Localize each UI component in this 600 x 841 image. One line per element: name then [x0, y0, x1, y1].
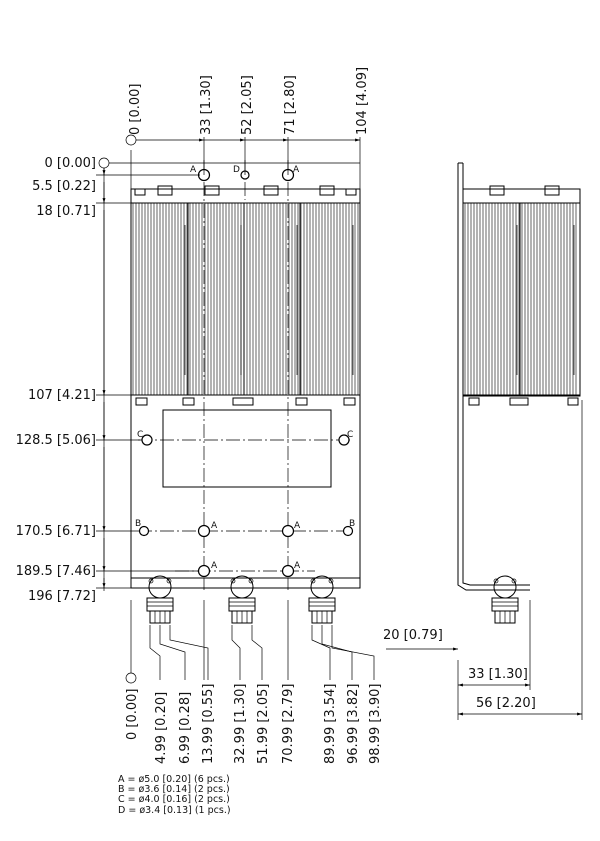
- side-view: 20 [0.79] 33 [1.30] 56 [2.20]: [383, 162, 583, 720]
- legend-item: D = ø3.4 [0.13] (1 pcs.): [118, 804, 231, 816]
- dim-left-18: 18 [0.71]: [36, 204, 96, 219]
- hole-a: [197, 564, 211, 578]
- top-dimensions: 0 [0.00] 33 [1.30] 52 [2.05] 71 [2.80] 1…: [125, 67, 370, 189]
- dim-side-56: 56 [2.20]: [476, 696, 536, 711]
- side-enclosure: [462, 188, 581, 397]
- dim-top-104: 104 [4.09]: [355, 67, 370, 135]
- dim-bottom-96-99: 96.99 [3.82]: [346, 684, 361, 764]
- cable-gland: [308, 575, 336, 624]
- hole-b: [342, 525, 354, 537]
- dim-left-196: 196 [7.72]: [28, 589, 96, 604]
- hole-label-a: A: [211, 521, 218, 531]
- top-clamps: [134, 185, 357, 196]
- label-window: [162, 409, 332, 488]
- enclosure-outline: [130, 188, 361, 589]
- hole-label-a: A: [294, 521, 301, 531]
- dim-top-71: 71 [2.80]: [283, 75, 298, 135]
- legend-item: A = ø5.0 [0.20] (6 pcs.): [118, 774, 230, 785]
- dim-left-107: 107 [4.21]: [28, 388, 96, 403]
- bottom-dimensions: 0 [0.00] 4.99 [0.20] 6.99 [0.28] 13.99 […: [125, 600, 383, 764]
- hole-a: [197, 524, 211, 538]
- dim-bottom-98-99: 98.99 [3.90]: [368, 684, 383, 764]
- dim-bottom-0: 0 [0.00]: [125, 689, 140, 741]
- cable-glands: [146, 575, 336, 624]
- dim-bottom-4-99: 4.99 [0.20]: [154, 692, 169, 764]
- hole-label-c: C: [137, 430, 143, 440]
- hole-label-c: C: [347, 430, 353, 440]
- dim-side-20: 20 [0.79]: [383, 628, 443, 643]
- legend-item: B = ø3.6 [0.14] (2 pcs.): [118, 784, 230, 796]
- hole-b: [138, 525, 150, 537]
- dim-top-33: 33 [1.30]: [199, 75, 214, 135]
- dim-left-128-5: 128.5 [5.06]: [16, 433, 96, 448]
- hole-a: [281, 524, 295, 538]
- hole-c: [141, 434, 153, 446]
- dim-left-0: 0 [0.00]: [45, 156, 97, 171]
- dim-bottom-89-99: 89.99 [3.54]: [323, 684, 338, 764]
- left-dimensions: 0 [0.00] 5.5 [0.22] 18 [0.71] 107 [4.21]…: [16, 156, 360, 604]
- dim-bottom-6-99: 6.99 [0.28]: [178, 692, 193, 764]
- side-cable-gland: [491, 575, 519, 624]
- dim-top-52: 52 [2.05]: [240, 75, 255, 135]
- cable-gland: [146, 575, 174, 624]
- mid-clamps: [135, 397, 356, 406]
- heatsink-fins: [132, 203, 359, 395]
- dim-bottom-70-99: 70.99 [2.79]: [281, 684, 296, 764]
- hole-label-a: A: [294, 561, 301, 571]
- hole-labels: A D A C C B A A B A A: [135, 165, 355, 571]
- hole-label-d: D: [233, 165, 240, 175]
- dim-bottom-32-99: 32.99 [1.30]: [233, 684, 248, 764]
- side-heatsink-fins: [464, 203, 577, 395]
- hole-label-a: A: [293, 165, 300, 175]
- front-view: A D A C C B A A B A A: [130, 160, 361, 624]
- dim-bottom-13-99: 13.99 [0.55]: [201, 684, 216, 764]
- hole-a: [281, 564, 295, 578]
- legend-item: C = ø4.0 [0.16] (2 pcs.): [118, 794, 230, 806]
- cable-gland: [228, 575, 256, 624]
- hole-label-b: B: [135, 519, 141, 529]
- hole-label-b: B: [349, 519, 355, 529]
- hole-c: [338, 434, 350, 446]
- dim-left-170-5: 170.5 [6.71]: [16, 524, 96, 539]
- dim-top-0: 0 [0.00]: [128, 84, 143, 136]
- dim-side-33: 33 [1.30]: [468, 667, 528, 682]
- hole-legend: A = ø5.0 [0.20] (6 pcs.) B = ø3.6 [0.14]…: [118, 774, 231, 816]
- dim-left-5-5: 5.5 [0.22]: [32, 179, 96, 194]
- dim-bottom-51-99: 51.99 [2.05]: [256, 684, 271, 764]
- mounting-holes: [138, 168, 354, 578]
- hole-label-a: A: [190, 165, 197, 175]
- mounting-bracket: [457, 163, 530, 591]
- dim-left-189-5: 189.5 [7.46]: [16, 564, 96, 579]
- hole-label-a: A: [211, 561, 218, 571]
